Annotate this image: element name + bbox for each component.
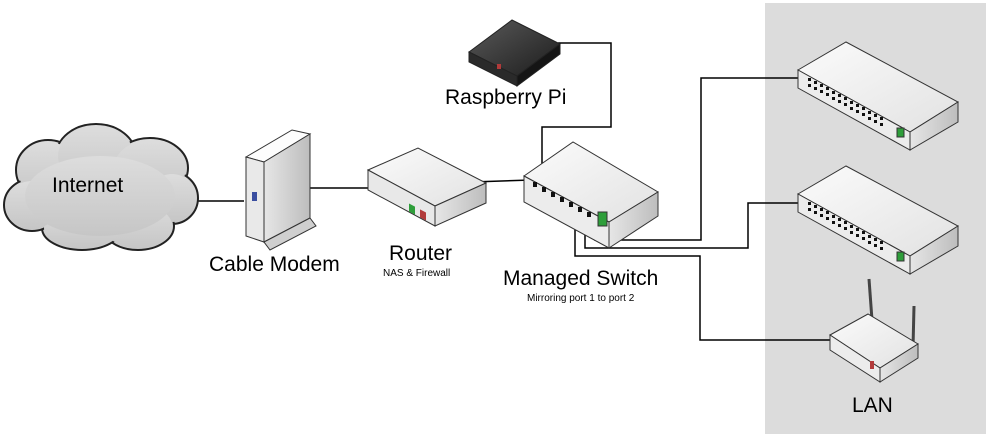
internet-cloud-icon xyxy=(3,123,199,251)
lan-switch-2-icon xyxy=(796,165,959,275)
router-icon xyxy=(366,147,488,227)
internet-label: Internet xyxy=(52,174,124,197)
lan-switch-1-icon xyxy=(796,41,959,151)
router-sublabel: NAS & Firewall xyxy=(383,268,451,279)
raspberry-pi-label: Raspberry Pi xyxy=(445,86,567,109)
cable-switch-router-lan xyxy=(574,208,830,341)
managed-switch-label: Managed Switch xyxy=(503,267,659,290)
wireless-router-icon xyxy=(829,278,919,383)
cable-switch-switch2 xyxy=(584,202,806,249)
lan-label: LAN xyxy=(852,394,893,417)
cable-modem-icon xyxy=(244,129,317,251)
router-label: Router xyxy=(389,242,453,265)
cable-switch-raspberrypi xyxy=(541,42,612,183)
managed-switch-sublabel: Mirroring port 1 to port 2 xyxy=(527,293,635,304)
cable-modem-label: Cable Modem xyxy=(209,253,340,276)
raspberry-pi-icon xyxy=(468,19,561,87)
managed-switch-icon xyxy=(523,141,659,249)
